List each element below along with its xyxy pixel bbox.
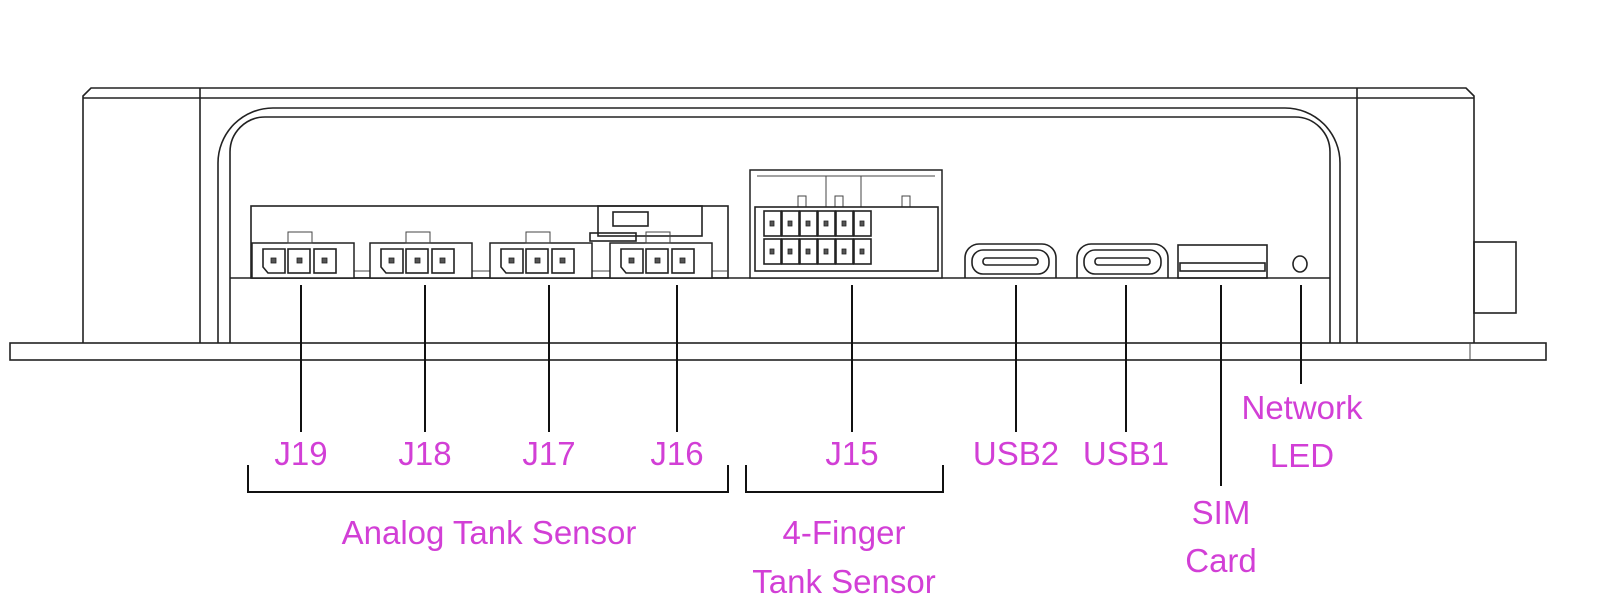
usb1-port — [1076, 243, 1169, 279]
label-finger-line2: Tank Sensor — [752, 563, 935, 600]
connector-j18 — [369, 231, 473, 279]
connector-j17 — [489, 231, 593, 279]
usb2-port — [964, 243, 1057, 278]
label-analog-tank-sensor: Analog Tank Sensor — [342, 514, 637, 551]
label-usb1: USB1 — [1083, 435, 1169, 472]
label-led-line1: Network — [1241, 389, 1363, 426]
sim-card-slot — [1177, 244, 1268, 279]
label-sim-line1: SIM — [1192, 494, 1251, 531]
connector-j19 — [251, 231, 355, 279]
network-led — [1292, 255, 1308, 273]
connector-j16 — [609, 231, 713, 279]
label-sim-line2: Card — [1185, 542, 1257, 579]
label-led-line2: LED — [1270, 437, 1334, 474]
label-j16: J16 — [650, 435, 703, 472]
leader-lines — [300, 285, 1302, 486]
label-j17: J17 — [522, 435, 575, 472]
label-finger-line1: 4-Finger — [783, 514, 906, 551]
label-usb2: USB2 — [973, 435, 1059, 472]
label-j18: J18 — [398, 435, 451, 472]
finger-group-bracket — [745, 465, 944, 493]
analog-group-bracket — [247, 465, 729, 493]
label-j15: J15 — [825, 435, 878, 472]
label-j19: J19 — [274, 435, 327, 472]
connector-j15 — [749, 169, 943, 279]
